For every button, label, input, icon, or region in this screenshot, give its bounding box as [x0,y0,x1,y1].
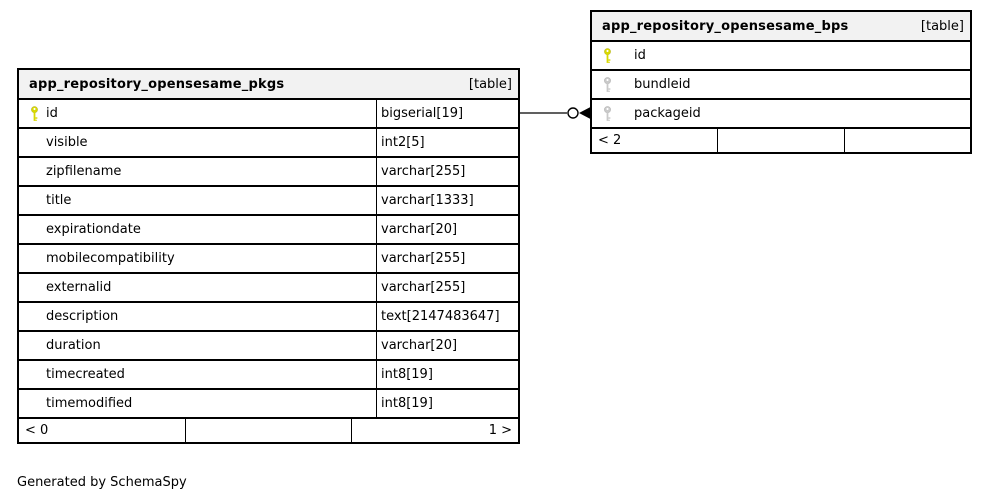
relationship-connector [520,107,590,119]
column-name: timecreated [46,367,125,382]
crowfoot-arrow-icon [579,107,590,119]
column-name: description [46,309,119,324]
primary-key-icon [604,47,611,63]
entity-table-pkgs: app_repository_opensesame_pkgs [table] i… [17,68,520,444]
column-type-cell: int2[5] [376,129,518,156]
column-type-cell: varchar[20] [376,332,518,359]
column-row-description: description text[2147483647] [19,303,518,332]
column-type-cell: varchar[20] [376,216,518,243]
primary-key-icon [31,105,38,121]
column-row-externalid: externalid varchar[255] [19,274,518,303]
column-name: externalid [46,280,112,295]
footer-cell-middle [184,419,352,442]
column-name: packageid [634,106,701,121]
column-name-cell: packageid [592,100,970,127]
column-row-zipfilename: zipfilename varchar[255] [19,158,518,187]
entity-table-bps: app_repository_opensesame_bps [table] id [590,10,972,154]
column-name: bundleid [634,77,691,92]
column-name-cell: id [592,42,970,69]
foreign-key-icon [604,105,611,121]
column-row-mobilecompatibility: mobilecompatibility varchar[255] [19,245,518,274]
column-row-id: id [592,42,970,71]
column-name: id [634,48,646,63]
column-name: duration [46,338,101,353]
column-name-cell: expirationdate [19,216,376,243]
table-title[interactable]: app_repository_opensesame_pkgs [29,76,285,92]
column-name-cell: zipfilename [19,158,376,185]
footer-cell-children-count: < 2 [598,133,622,148]
column-type: int2[5] [381,135,425,150]
column-name: timemodified [46,396,133,411]
column-type: varchar[255] [381,280,466,295]
column-type-cell: int8[19] [376,390,518,417]
column-name: mobilecompatibility [46,251,175,266]
column-name-cell: externalid [19,274,376,301]
table-footer-pkgs: < 0 1 > [19,419,518,442]
column-type: varchar[1333] [381,193,474,208]
footer-cell-middle [717,129,843,152]
column-row-expirationdate: expirationdate varchar[20] [19,216,518,245]
column-name: zipfilename [46,164,122,179]
column-type: int8[19] [381,367,433,382]
column-name-cell: duration [19,332,376,359]
footer-cell-children-count: < 0 [25,423,49,438]
column-type: varchar[255] [381,164,466,179]
column-type-cell: varchar[1333] [376,187,518,214]
column-type-cell: int8[19] [376,361,518,388]
column-name: visible [46,135,88,150]
column-name-cell: title [19,187,376,214]
table-type-badge: [table] [920,18,964,34]
column-row-bundleid: bundleid [592,71,970,100]
column-type: text[2147483647] [381,309,500,324]
table-header-bps[interactable]: app_repository_opensesame_bps [table] [592,12,970,42]
column-row-packageid: packageid [592,100,970,129]
column-name: id [46,106,58,121]
column-type: bigserial[19] [381,106,464,121]
foreign-key-icon [604,76,611,92]
table-title[interactable]: app_repository_opensesame_bps [602,18,849,34]
column-row-timemodified: timemodified int8[19] [19,390,518,419]
column-row-title: title varchar[1333] [19,187,518,216]
table-type-badge: [table] [468,76,512,92]
column-type: varchar[20] [381,338,458,353]
column-row-duration: duration varchar[20] [19,332,518,361]
column-type-cell: text[2147483647] [376,303,518,330]
zero-circle-icon [567,107,579,119]
footer-cell-parents-count: 1 > [351,419,518,442]
column-type-cell: bigserial[19] [376,100,518,127]
generated-by-note: Generated by SchemaSpy [17,475,187,490]
column-name-cell: id [19,100,376,127]
column-type: int8[19] [381,396,433,411]
column-row-id: id bigserial[19] [19,100,518,129]
column-type: varchar[20] [381,222,458,237]
footer-cell-parents-count [843,129,970,152]
column-name-cell: timemodified [19,390,376,417]
column-name-cell: bundleid [592,71,970,98]
column-type-cell: varchar[255] [376,158,518,185]
column-type-cell: varchar[255] [376,245,518,272]
table-header-pkgs[interactable]: app_repository_opensesame_pkgs [table] [19,70,518,100]
column-name: title [46,193,72,208]
column-name-cell: description [19,303,376,330]
column-row-timecreated: timecreated int8[19] [19,361,518,390]
column-type: varchar[255] [381,251,466,266]
column-name-cell: mobilecompatibility [19,245,376,272]
column-name-cell: timecreated [19,361,376,388]
column-type-cell: varchar[255] [376,274,518,301]
column-name: expirationdate [46,222,141,237]
column-name-cell: visible [19,129,376,156]
column-row-visible: visible int2[5] [19,129,518,158]
table-footer-bps: < 2 [592,129,970,152]
